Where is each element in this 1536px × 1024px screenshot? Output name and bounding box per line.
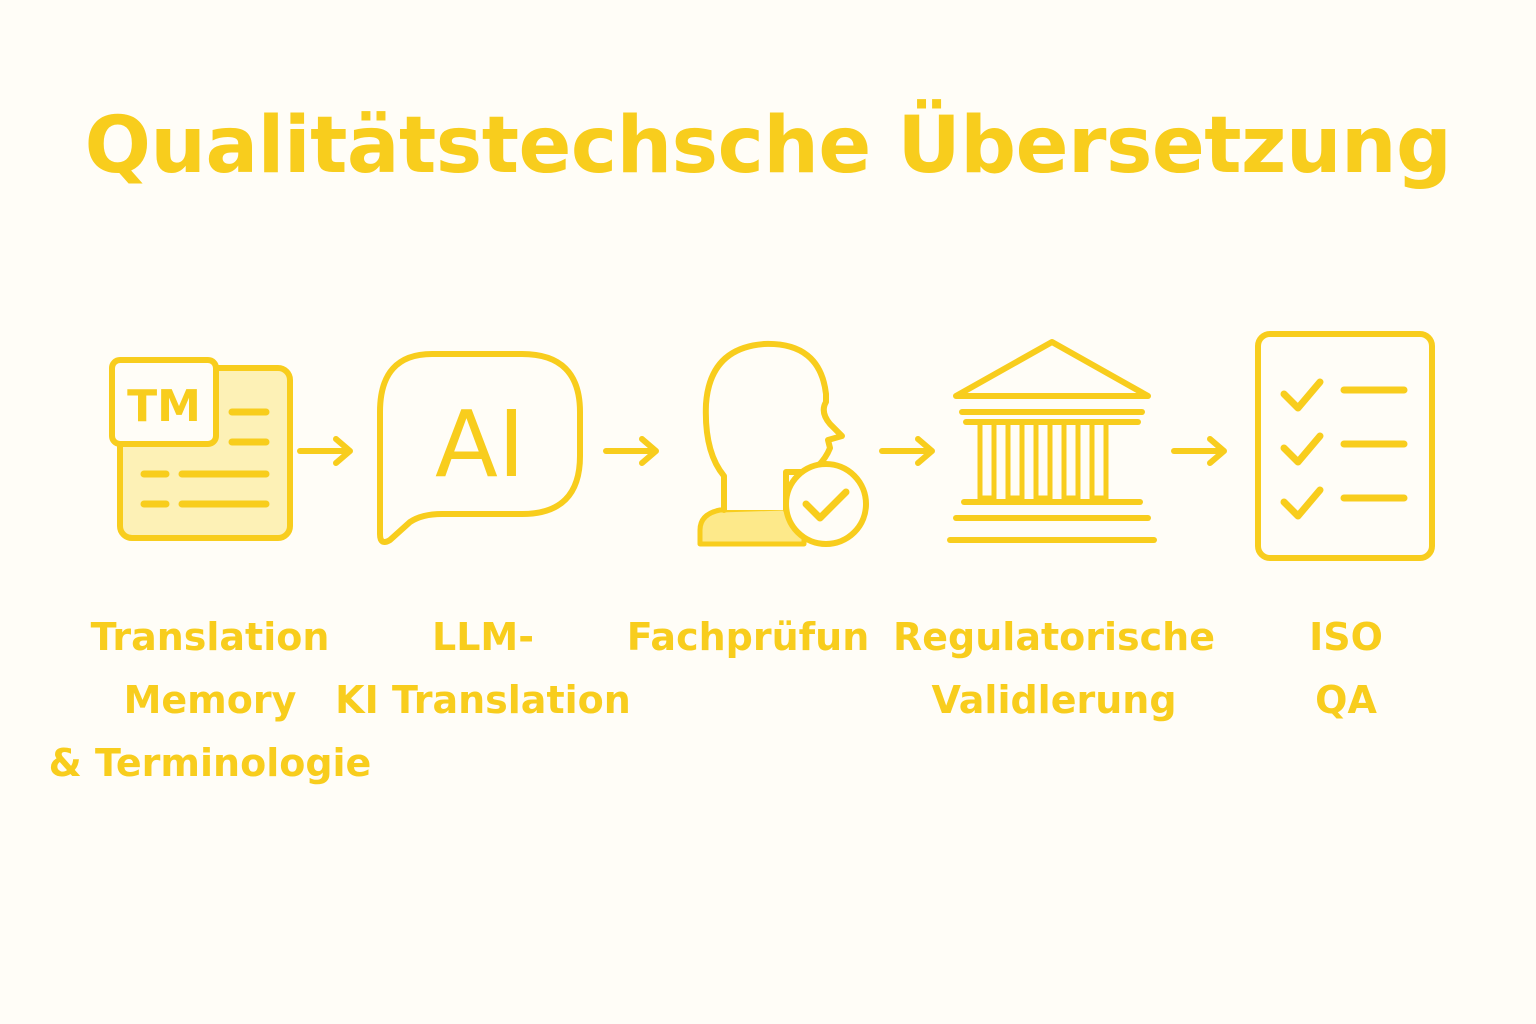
step-label-iso-qa: ISO QA [1246, 606, 1446, 732]
step-label-fachpruefung: Fachprüfun [618, 606, 878, 669]
step-label-line: Translation [90, 615, 330, 659]
step-label-llm-translation: LLM- KI Translation [330, 606, 636, 732]
expert-check-icon [694, 340, 874, 552]
step-label-line: Fachprüfun [626, 615, 870, 659]
step-label-line: & Terminologie [48, 741, 372, 785]
right-arrow-icon [603, 436, 660, 466]
right-arrow-icon [1171, 436, 1228, 466]
step-label-line: Validlerung [931, 678, 1177, 722]
step-label-line: QA [1315, 678, 1377, 722]
step-label-regulatory-validation: Regulatorische Validlerung [886, 606, 1222, 732]
step-label-line: LLM- [431, 615, 534, 659]
step-label-line: ISO [1309, 615, 1383, 659]
step-label-line: Memory [123, 678, 297, 722]
ai-icon-text: AI [435, 391, 525, 498]
diagram-title: Qualitätstechsche Übersetzung [84, 101, 1452, 191]
right-arrow-icon [297, 436, 354, 466]
step-label-line: KI Translation [335, 678, 631, 722]
regulatory-building-icon [944, 338, 1160, 548]
tm-icon-text: TM [127, 381, 201, 432]
step-label-line: Regulatorische [893, 615, 1215, 659]
iso-checklist-icon [1254, 330, 1436, 562]
step-label-translation-memory: Translation Memory & Terminologie [40, 606, 380, 795]
translation-memory-icon: TM [108, 356, 298, 546]
right-arrow-icon [879, 436, 936, 466]
ai-chat-bubble-icon: AI [372, 350, 586, 546]
